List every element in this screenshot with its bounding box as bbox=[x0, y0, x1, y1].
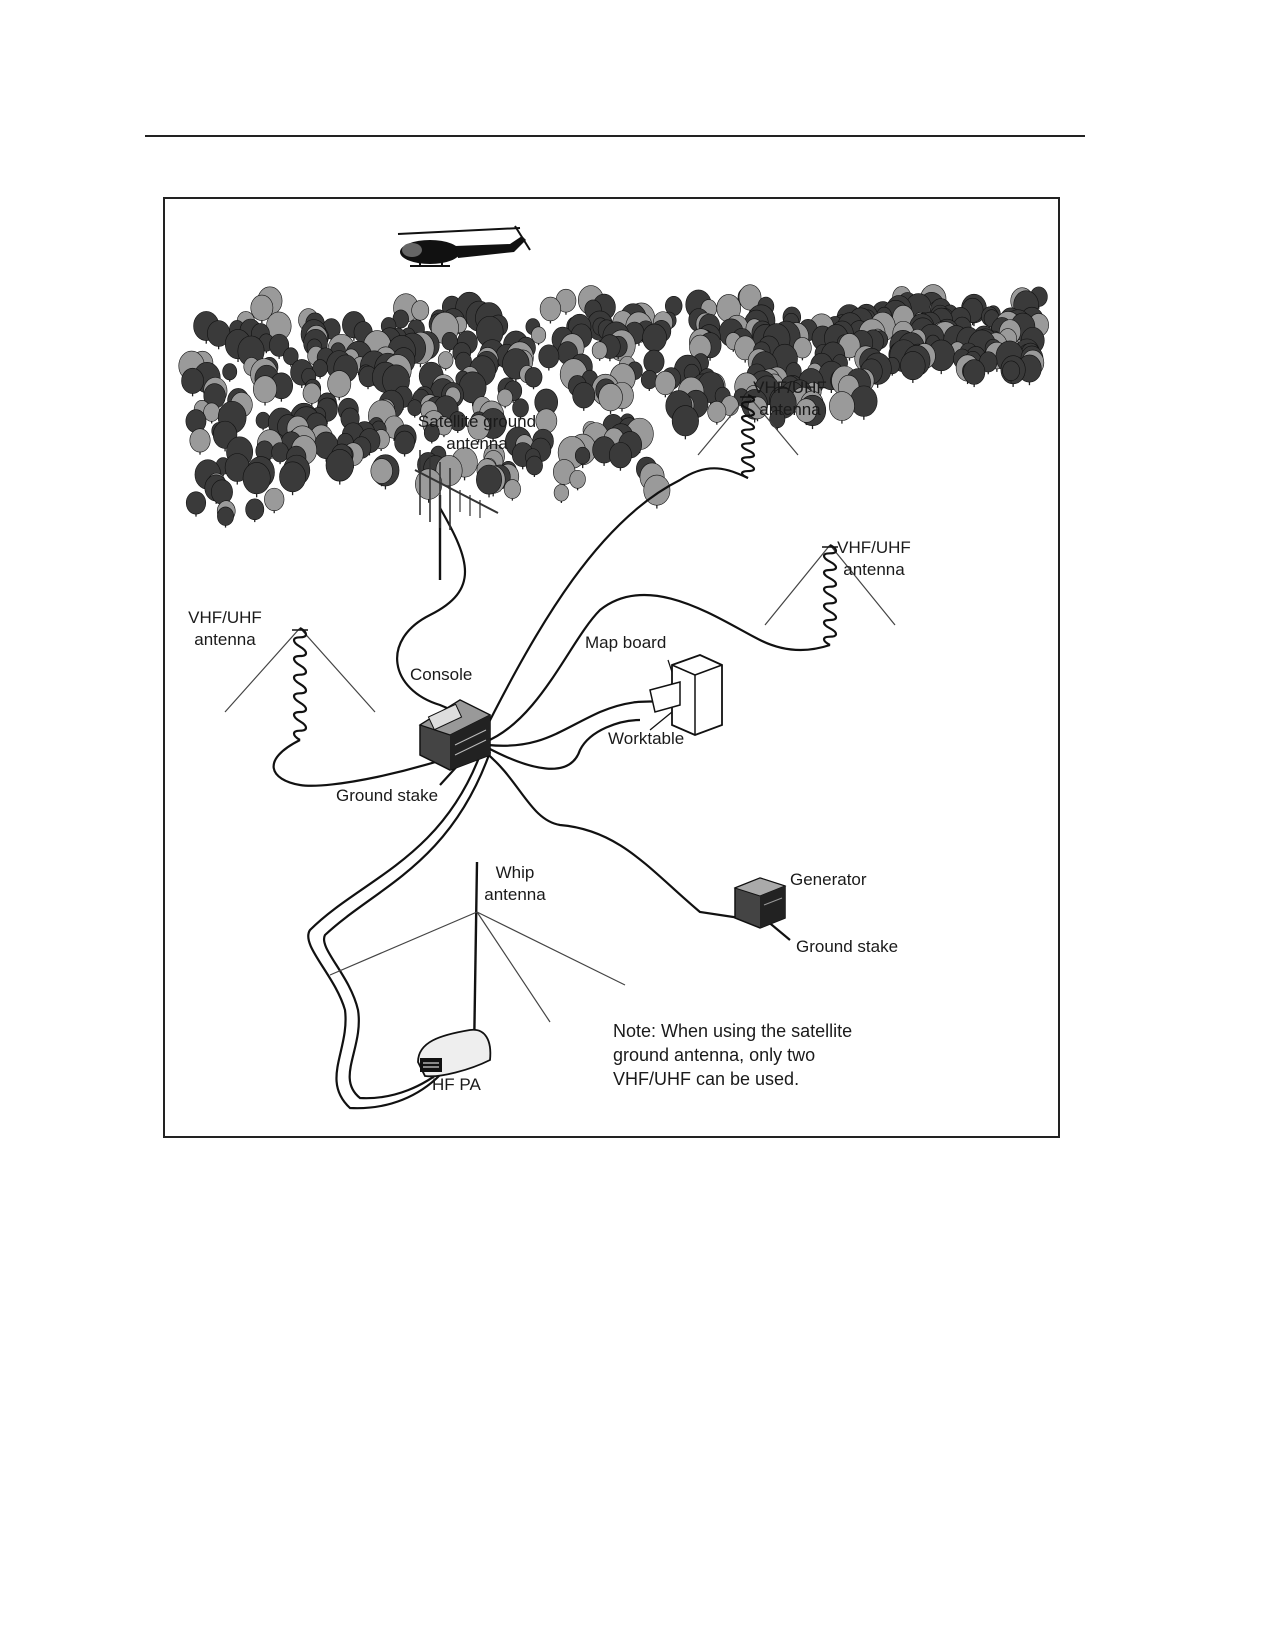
header-rule bbox=[145, 135, 1085, 137]
label-satellite-ground-antenna-1: Satellite ground bbox=[418, 412, 536, 431]
tree bbox=[574, 446, 591, 465]
label-hf-pa: HF PA bbox=[432, 1075, 481, 1094]
tree bbox=[640, 369, 658, 390]
map-board-icon bbox=[649, 654, 723, 736]
whip-antenna-icon bbox=[329, 861, 626, 1056]
figure-frame bbox=[163, 197, 1060, 1138]
tree bbox=[850, 385, 878, 417]
tree bbox=[222, 363, 238, 381]
tree bbox=[181, 367, 204, 394]
tree bbox=[642, 323, 667, 352]
tree bbox=[671, 405, 699, 437]
label-vhf-uhf-left-2: antenna bbox=[194, 630, 256, 649]
label-whip-antenna-1: Whip bbox=[496, 863, 535, 882]
generator-icon bbox=[733, 877, 787, 929]
tree bbox=[643, 349, 665, 374]
tree bbox=[569, 469, 586, 489]
note-line-3: VHF/UHF can be used. bbox=[613, 1069, 799, 1089]
label-satellite-ground-antenna-2: antenna bbox=[446, 434, 508, 453]
tree bbox=[255, 411, 271, 429]
tree bbox=[539, 296, 562, 322]
label-vhf-uhf-right-1: VHF/UHF bbox=[837, 538, 911, 557]
tree bbox=[512, 398, 529, 418]
tree bbox=[250, 294, 274, 321]
tree bbox=[279, 461, 306, 493]
tree bbox=[269, 333, 290, 357]
tree bbox=[654, 370, 676, 396]
tree bbox=[525, 455, 543, 476]
tree bbox=[1002, 360, 1020, 381]
label-ground-stake-generator: Ground stake bbox=[796, 937, 898, 956]
tree bbox=[411, 300, 430, 321]
tree bbox=[795, 398, 817, 423]
tree bbox=[189, 428, 211, 453]
label-worktable: Worktable bbox=[608, 729, 684, 748]
label-console: Console bbox=[410, 665, 472, 684]
label-vhf-uhf-right-2: antenna bbox=[843, 560, 905, 579]
tree bbox=[264, 487, 285, 512]
label-ground-stake-console: Ground stake bbox=[336, 786, 438, 805]
tree bbox=[900, 351, 926, 381]
label-vhf-uhf-left-1: VHF/UHF bbox=[188, 608, 262, 627]
vhf-uhf-antenna-icon-top bbox=[697, 393, 799, 480]
tree bbox=[572, 382, 596, 409]
tree bbox=[370, 458, 393, 484]
hf-pa-icon bbox=[417, 1028, 492, 1078]
label-generator: Generator bbox=[790, 870, 867, 889]
tree bbox=[327, 370, 352, 398]
tree bbox=[497, 388, 513, 407]
forest bbox=[178, 284, 1049, 528]
tree bbox=[553, 484, 569, 502]
helicopter-icon bbox=[397, 225, 531, 267]
note-line-2: ground antenna, only two bbox=[613, 1045, 815, 1065]
tree bbox=[435, 455, 463, 487]
tree bbox=[591, 341, 608, 360]
tree bbox=[394, 430, 415, 455]
tree bbox=[283, 347, 299, 366]
tree bbox=[271, 442, 289, 463]
tree bbox=[476, 464, 503, 495]
label-map-board: Map board bbox=[585, 633, 666, 652]
tree bbox=[769, 410, 786, 429]
vhf-uhf-antenna-icon-right bbox=[764, 544, 896, 646]
tree bbox=[325, 449, 354, 482]
tree bbox=[437, 351, 454, 369]
label-vhf-uhf-top-2: antenna bbox=[759, 400, 821, 419]
tree bbox=[302, 382, 321, 404]
label-whip-antenna-2: antenna bbox=[484, 885, 546, 904]
tree bbox=[598, 383, 623, 412]
tree bbox=[531, 326, 547, 344]
tree bbox=[211, 479, 233, 505]
tree bbox=[217, 506, 234, 526]
tree bbox=[538, 344, 560, 369]
label-vhf-uhf-top-1: VHF/UHF bbox=[753, 378, 827, 397]
tree bbox=[253, 375, 278, 403]
tree bbox=[242, 462, 271, 495]
tree bbox=[185, 491, 207, 515]
tree bbox=[963, 359, 986, 385]
tree bbox=[608, 442, 632, 469]
tree bbox=[467, 414, 490, 441]
vhf-uhf-antenna-icon-left bbox=[224, 627, 376, 741]
tree bbox=[738, 284, 762, 311]
tree bbox=[524, 367, 543, 388]
tree bbox=[829, 391, 855, 421]
tree bbox=[503, 479, 521, 499]
tree bbox=[245, 498, 265, 521]
console-icon bbox=[418, 699, 492, 771]
tree bbox=[423, 423, 440, 442]
note-line-1: Note: When using the satellite bbox=[613, 1021, 852, 1041]
tree bbox=[707, 401, 727, 423]
satellite-antenna-icon bbox=[414, 450, 499, 580]
